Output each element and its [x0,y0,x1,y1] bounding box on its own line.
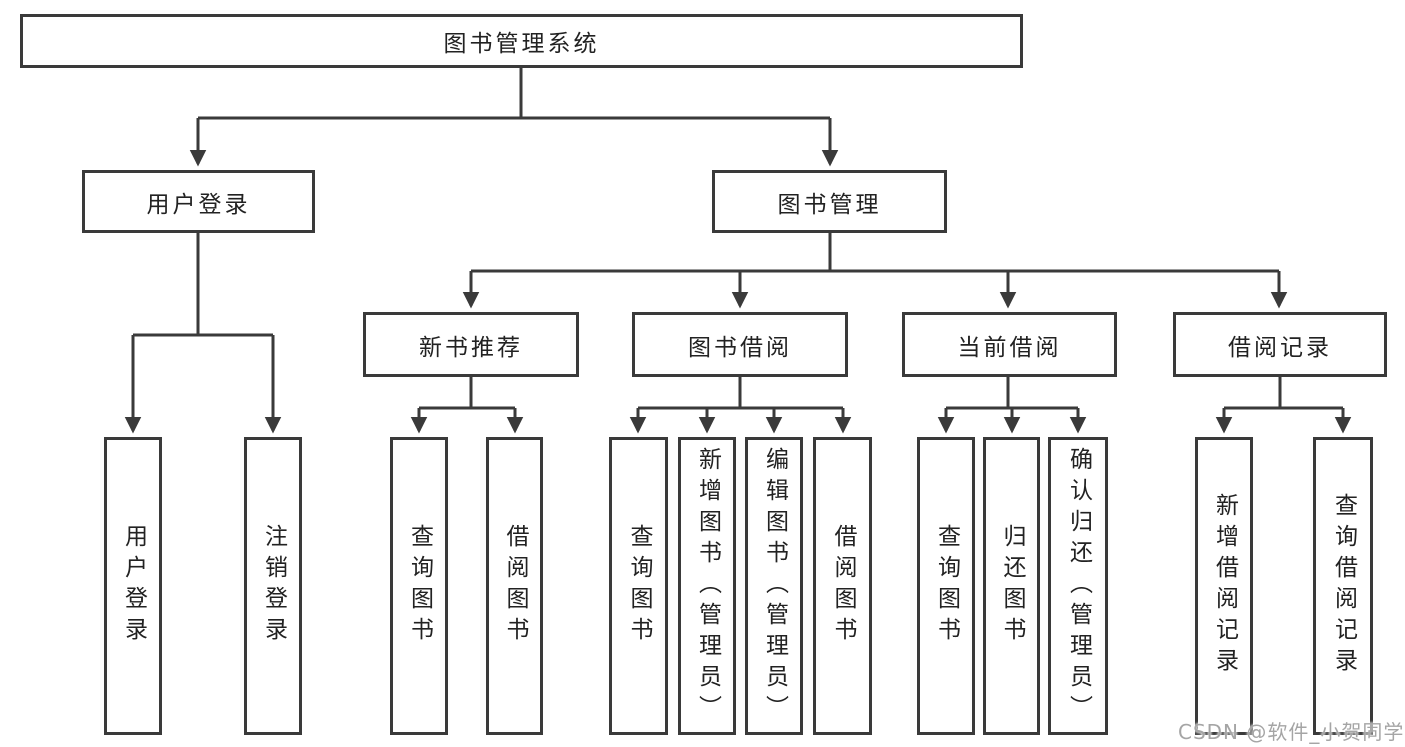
leaf-query-book-recommend: 查询图书 [390,437,448,735]
leaf-label: 查询图书 [933,524,960,648]
leaf-logout-label: 注销登录 [260,524,287,648]
node-book-management: 图书管理 [712,170,947,233]
leaf-label: 新增借阅记录 [1211,493,1238,679]
node-library-management-system: 图书管理系统 [20,14,1023,68]
node-borrow-records: 借阅记录 [1173,312,1387,377]
node-new-book-recommend: 新书推荐 [363,312,579,377]
leaf-user-login: 用户登录 [104,437,162,735]
leaf-logout: 注销登录 [244,437,302,735]
leaf-query-book-borrow: 查询图书 [609,437,668,735]
csdn-watermark: CSDN @软件_小贺同学 [1178,720,1405,744]
leaf-edit-book-admin: 编辑图书（管理员） [745,437,803,735]
leaf-query-borrow-record: 查询借阅记录 [1313,437,1373,735]
leaf-label: 编辑图书（管理员） [761,446,788,726]
leaf-label: 借阅图书 [830,524,856,648]
leaf-label: 查询图书 [406,524,433,648]
node-book-borrow: 图书借阅 [632,312,848,377]
leaf-confirm-return-admin: 确认归还（管理员） [1048,437,1108,735]
leaf-return-book: 归还图书 [983,437,1040,735]
leaf-label: 归还图书 [999,524,1025,648]
leaf-user-login-label: 用户登录 [120,524,147,648]
leaf-query-book-current: 查询图书 [917,437,975,735]
leaf-add-borrow-record: 新增借阅记录 [1195,437,1253,735]
leaf-borrow-book-recommend: 借阅图书 [486,437,543,735]
leaf-label: 查询借阅记录 [1330,493,1357,679]
leaf-borrow-book: 借阅图书 [813,437,872,735]
leaf-label: 确认归还（管理员） [1065,446,1092,726]
leaf-label: 查询图书 [626,524,652,648]
leaf-label: 新增图书（管理员） [694,446,721,726]
node-current-borrow: 当前借阅 [902,312,1117,377]
node-user-login: 用户登录 [82,170,315,233]
leaf-add-book-admin: 新增图书（管理员） [678,437,736,735]
leaf-label: 借阅图书 [502,524,528,648]
